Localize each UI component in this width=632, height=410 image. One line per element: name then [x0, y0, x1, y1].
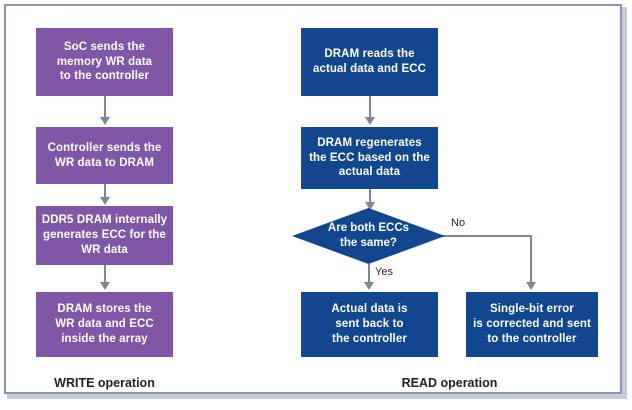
node-label: DDR5 DRAM internally generates ECC for t… [41, 214, 168, 256]
connector-soc-to-controller [103, 96, 106, 119]
caption-read-operation: READ operation [401, 376, 498, 390]
node-ecc-comparison-decision[interactable]: Are both ECCs the same? [292, 208, 445, 264]
connector-ddr5-to-store [103, 265, 106, 284]
caption-write-operation: WRITE operation [54, 376, 155, 390]
arrowhead-read-to-regen [364, 117, 375, 125]
arrowhead-decision-no [526, 282, 536, 290]
node-ddr5-generates-ecc[interactable]: DDR5 DRAM internally generates ECC for t… [36, 206, 173, 265]
node-label: DRAM reads the actual data and ECC [312, 48, 427, 75]
arrowhead-ddr5-to-store [99, 282, 110, 290]
node-label: DRAM stores the WR data and ECC inside t… [55, 303, 154, 345]
node-dram-regenerates-ecc[interactable]: DRAM regenerates the ECC based on the ac… [301, 127, 438, 189]
node-controller-sends-wr-data[interactable]: Controller sends the WR data to DRAM [36, 127, 173, 184]
edge-label-no: No [451, 217, 466, 229]
connector-decision-yes [367, 264, 370, 284]
connector-controller-to-ddr5 [103, 184, 106, 199]
node-dram-stores-data[interactable]: DRAM stores the WR data and ECC inside t… [36, 292, 173, 357]
node-label: DRAM regenerates the ECC based on the ac… [309, 136, 430, 179]
node-soc-sends-wr-data[interactable]: SoC sends the memory WR data to the cont… [36, 28, 173, 96]
node-label: Actual data is sent back to the controll… [331, 303, 408, 345]
edge-label-yes: Yes [375, 266, 393, 278]
connector-decision-no-vertical [530, 235, 532, 284]
arrowhead-decision-yes [363, 282, 374, 290]
node-actual-data-sent-back[interactable]: Actual data is sent back to the controll… [301, 292, 438, 357]
node-dram-reads-data[interactable]: DRAM reads the actual data and ECC [301, 28, 438, 96]
arrowhead-regen-to-decision [364, 202, 375, 210]
connector-read-to-regen [368, 96, 371, 119]
node-label: Controller sends the WR data to DRAM [47, 141, 162, 169]
node-label: Single-bit error is corrected and sent t… [473, 303, 591, 345]
node-single-bit-error-corrected[interactable]: Single-bit error is corrected and sent t… [466, 292, 598, 357]
arrowhead-soc-to-controller [99, 117, 110, 125]
diamond-shape [292, 208, 445, 264]
connector-decision-no-horizontal [441, 235, 532, 237]
arrowhead-controller-to-ddr5 [99, 197, 110, 205]
connector-regen-to-decision [368, 189, 371, 207]
node-label: SoC sends the memory WR data to the cont… [56, 40, 153, 83]
